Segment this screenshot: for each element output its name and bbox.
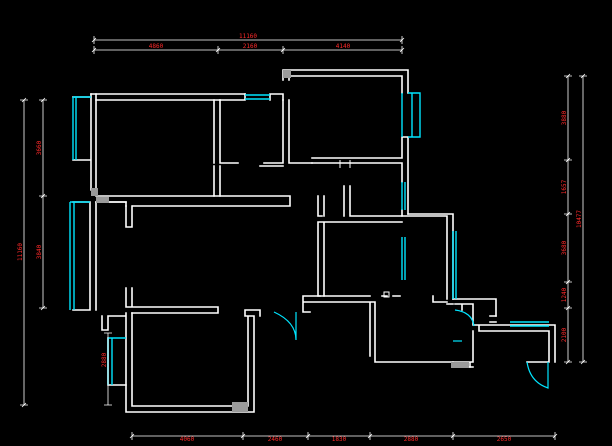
door-right-1 (454, 309, 475, 327)
windows (69, 92, 549, 385)
door-right-2 (526, 361, 549, 389)
dim-label-top-total: 11160 (239, 33, 257, 40)
column-left (91, 188, 98, 196)
dim-label-bottom-5: 2650 (497, 436, 512, 443)
dim-label-bottom-4: 2880 (404, 436, 419, 443)
dim-label-left-1: 3660 (36, 140, 43, 155)
window-topright (401, 92, 421, 138)
details (339, 160, 390, 298)
detail-kitchen-line (339, 160, 351, 168)
window-mid-2 (401, 237, 406, 280)
dim-left-total (20, 97, 28, 408)
dim-label-right-4: 1240 (561, 287, 568, 302)
dim-label-right-5: 2100 (561, 327, 568, 342)
door-living (273, 311, 297, 341)
dim-label-top-2: 2160 (243, 43, 258, 50)
dim-label-left-total: 11160 (17, 243, 24, 261)
dim-label-right-1: 3880 (561, 110, 568, 125)
dimension-lines (20, 36, 587, 440)
window-bath (245, 94, 270, 100)
wall-kitchen (317, 185, 403, 297)
column-left-2 (96, 197, 109, 203)
window-living (69, 201, 90, 310)
dim-label-left-3: 2880 (101, 352, 108, 367)
wall-bedroom3 (101, 309, 261, 413)
dimension-labels: 11160 4860 2160 4140 11160 3660 3840 288… (17, 33, 583, 443)
window-bedroom1 (72, 96, 91, 160)
dim-top-total (91, 36, 405, 44)
dim-right-total (579, 73, 587, 365)
wall-right-lower-2 (489, 315, 497, 323)
wall-bedroom1-top (90, 93, 246, 101)
dim-top-segments (91, 46, 405, 54)
window-mid-1 (401, 182, 406, 210)
column-bottom (232, 402, 248, 412)
dim-bottom-segments (129, 432, 558, 440)
wall-bedroom1-right (213, 99, 239, 197)
dim-label-right-2: 1657 (561, 179, 568, 194)
dim-label-right-3: 3680 (561, 240, 568, 255)
dim-label-top-1: 4860 (149, 43, 164, 50)
dim-label-bottom-3: 1830 (332, 436, 347, 443)
dim-left-bottom (104, 332, 112, 406)
columns (91, 70, 469, 412)
column-top-mid (283, 70, 291, 78)
dim-label-bottom-2: 2460 (268, 436, 283, 443)
window-lower-right (510, 321, 549, 327)
detail-box (383, 291, 390, 298)
dim-label-bottom-1: 4060 (180, 436, 195, 443)
doors (273, 309, 549, 389)
dim-right-segments (564, 73, 572, 365)
window-right (452, 231, 457, 299)
wall-bath-right (259, 99, 313, 167)
dim-left-segments (39, 97, 47, 311)
dim-label-right-total: 10477 (576, 210, 583, 228)
dim-label-top-3: 4140 (336, 43, 351, 50)
column-right (451, 362, 469, 368)
dim-label-left-2: 3840 (36, 244, 43, 259)
